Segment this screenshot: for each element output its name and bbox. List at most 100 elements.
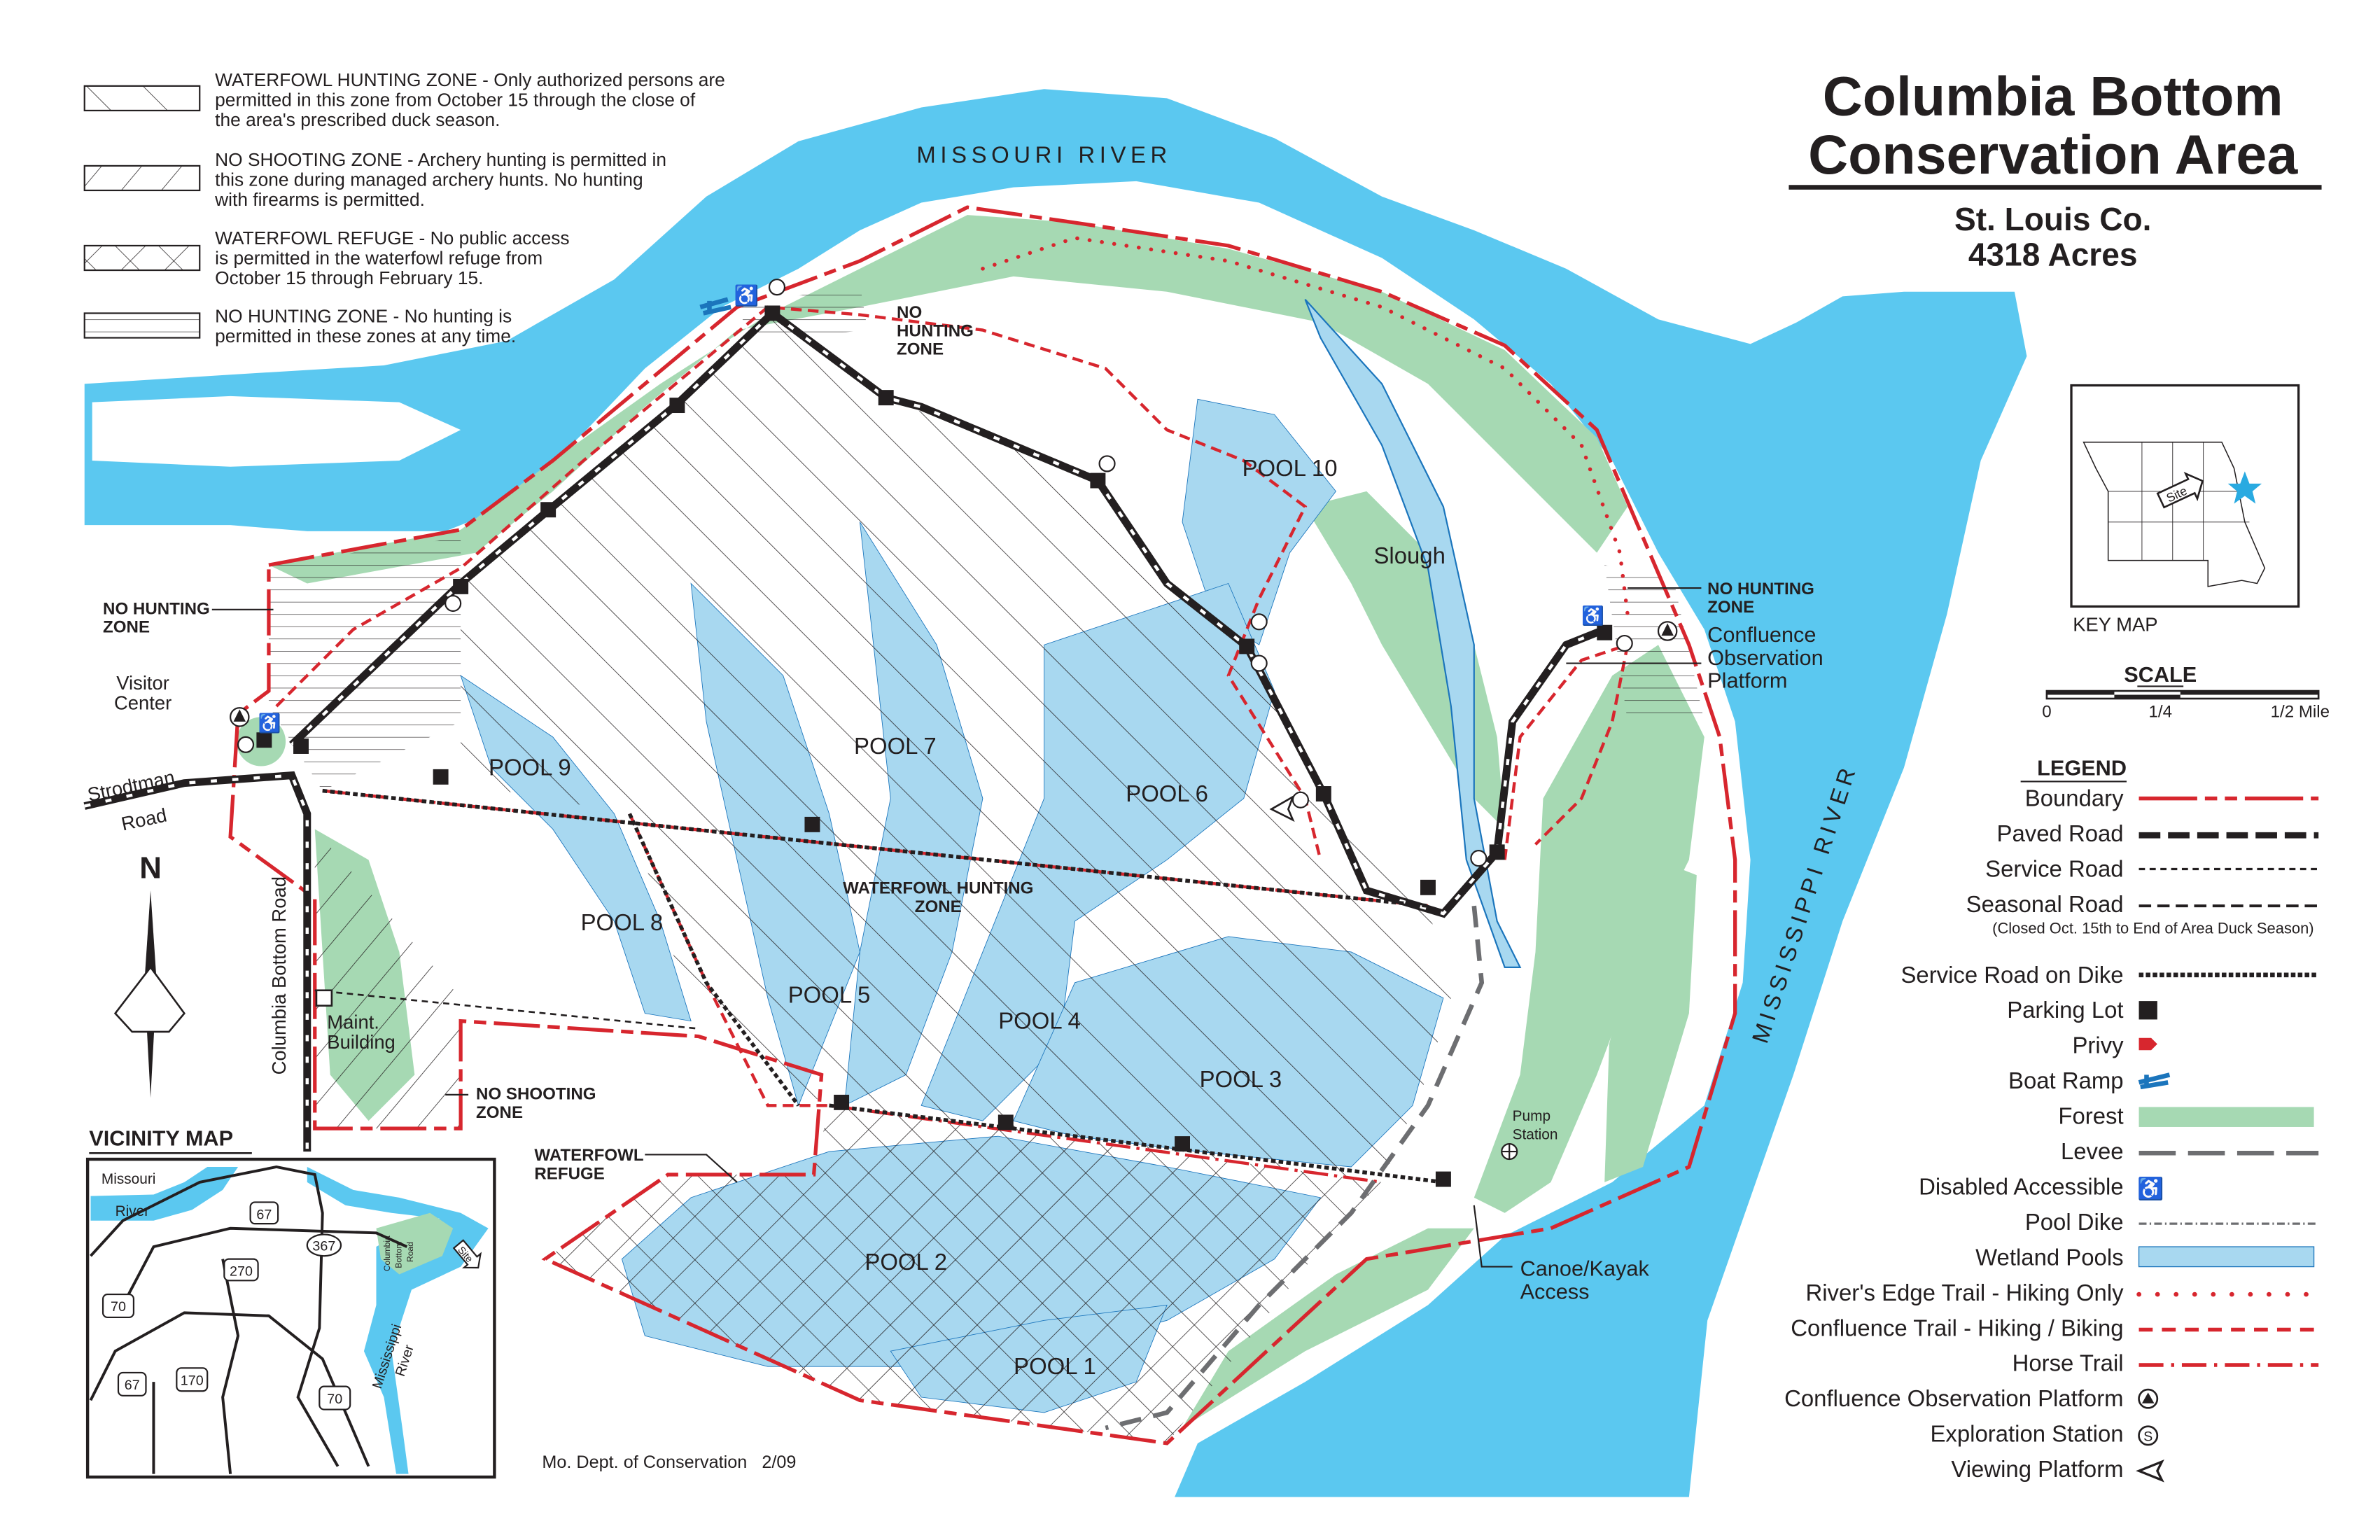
maint-building-label: Building <box>327 1031 396 1053</box>
waterfowl-hunting-zone-label: ZONE <box>915 897 962 916</box>
confluence-platform-label: Confluence <box>1707 622 1816 647</box>
vicinity-river-label: River <box>115 1203 150 1219</box>
levee <box>1105 905 1485 1431</box>
zone-legend-text: NO SHOOTING ZONE - Archery hunting is pe… <box>215 149 666 170</box>
acres-label: 4318 Acres <box>1968 236 2138 272</box>
columbia-bottom-road-label: Columbia Bottom Road <box>268 876 290 1074</box>
canoe-access-label: Access <box>1520 1280 1590 1304</box>
legend-viewing-platform: Viewing Platform <box>1951 1456 2123 1482</box>
credit-label: Mo. Dept. of Conservation 2/09 <box>542 1452 796 1472</box>
pool-4-label: POOL 4 <box>998 1008 1081 1034</box>
scale-tick: 1/2 Mile <box>2271 702 2330 721</box>
waterfowl-refuge-label: WATERFOWL <box>534 1146 643 1165</box>
zone-legend-text: the area's prescribed duck season. <box>215 109 500 130</box>
waterfowl-hunting-zone-area <box>461 313 1451 1182</box>
zone-legend-no-shooting: NO SHOOTING ZONE - Archery hunting is pe… <box>83 149 666 210</box>
parking-lots <box>256 305 1613 1187</box>
site-star-icon <box>2227 471 2262 504</box>
page-title: Columbia Bottom <box>1823 66 2283 127</box>
boat-ramp-icon <box>699 297 732 316</box>
zone-legend-refuge: WATERFOWL REFUGE - No public access is p… <box>83 227 570 288</box>
zone-legend-text: WATERFOWL REFUGE - No public access <box>215 227 569 248</box>
privy-icon <box>2138 1037 2157 1051</box>
observation-platforms <box>230 621 1678 727</box>
legend-wetland-pools: Wetland Pools <box>1975 1244 2123 1270</box>
north-arrow: N <box>113 851 186 1098</box>
pump-station-label: Pump <box>1513 1108 1550 1124</box>
slough-label: Slough <box>1373 542 1445 568</box>
vicinity-map: VICINITY MAP 67 367 270 70 67 170 70 Mis… <box>85 1126 496 1479</box>
no-hunting-zone-left-label: ZONE <box>103 618 150 637</box>
boat-ramp-icon <box>2138 1072 2171 1090</box>
waterfowl-refuge-label: REFUGE <box>534 1165 604 1184</box>
maint-building-label: Maint. <box>327 1011 379 1033</box>
key-map-label: KEY MAP <box>2073 613 2157 635</box>
exploration-station-glyph: S <box>2143 1429 2152 1445</box>
no-shooting-zone-label: ZONE <box>476 1103 523 1122</box>
pool-1-label: POOL 1 <box>1014 1353 1096 1379</box>
no-hunting-zone-left <box>268 537 461 791</box>
legend-service-road-dike: Service Road on Dike <box>1900 962 2123 988</box>
visitor-center-label: Center <box>114 692 172 713</box>
zone-legend-text: this zone during managed archery hunts. … <box>215 169 643 190</box>
legend-seasonal-note: (Closed Oct. 15th to End of Area Duck Se… <box>1992 920 2314 937</box>
zone-legend-text: permitted in these zones at any time. <box>215 326 516 346</box>
paved-road <box>83 308 1606 1152</box>
accessible-icon: ♿ <box>258 713 281 734</box>
scale-bar: SCALE 0 1/4 1/2 Mile <box>2042 662 2330 721</box>
forest-swatch <box>2138 1107 2314 1127</box>
zone-legend-text: NO HUNTING ZONE - No hunting is <box>215 306 512 327</box>
vicinity-road-label: Bottom <box>394 1242 404 1268</box>
no-hunting-zone-top-label: ZONE <box>897 340 944 359</box>
county-label: St. Louis Co. <box>1954 201 2151 237</box>
legend-heading: LEGEND <box>2037 756 2127 780</box>
confluence-platform-label: Platform <box>1707 668 1787 693</box>
legend: LEGEND Boundary Paved Road Service Road … <box>1784 756 2321 1483</box>
legend-parking-lot: Parking Lot <box>2007 997 2123 1023</box>
pump-station-label: Station <box>1513 1127 1558 1143</box>
no-hunting-zone-right <box>1604 565 1704 722</box>
vicinity-map-title: VICINITY MAP <box>89 1126 233 1150</box>
shield-70: 70 <box>327 1392 342 1407</box>
vicinity-roads <box>89 1165 408 1474</box>
vicinity-missouri-river <box>90 1166 239 1221</box>
shield-367: 367 <box>312 1239 335 1254</box>
maint-building-icon <box>315 989 333 1007</box>
area-boundary <box>228 205 1737 1446</box>
pool-10-label: POOL 10 <box>1242 455 1338 481</box>
wetland-pools-swatch <box>2138 1246 2315 1268</box>
vicinity-site-area <box>376 1212 454 1275</box>
zone-legend-text: WATERFOWL HUNTING ZONE - Only authorized… <box>215 69 725 90</box>
legend-horse-trail: Horse Trail <box>2012 1350 2124 1376</box>
title-block: Columbia Bottom Conservation Area St. Lo… <box>1788 66 2322 272</box>
canoe-access-label: Canoe/Kayak <box>1520 1256 1650 1281</box>
zone-legend-text: October 15 through February 15. <box>215 267 483 288</box>
viewing-platform-icon <box>2136 1460 2164 1483</box>
north-label: N <box>139 851 162 886</box>
visitor-center-label: Visitor <box>116 672 169 694</box>
shield-270: 270 <box>230 1264 253 1280</box>
parking-lot-icon <box>2138 1001 2157 1020</box>
strodtman-road-label: Road <box>119 804 169 835</box>
waterfowl-hunting-zone-label: WATERFOWL HUNTING <box>843 879 1033 898</box>
pool-labels: POOL 10 POOL 9 POOL 8 POOL 7 POOL 6 POOL… <box>489 455 1338 1379</box>
no-hunting-zone-right-label: NO HUNTING <box>1707 580 1814 598</box>
no-shooting-zone-label: NO SHOOTING <box>476 1084 596 1103</box>
legend-forest: Forest <box>2058 1103 2123 1129</box>
scale-tick: 1/4 <box>2148 702 2172 721</box>
pool-9-label: POOL 9 <box>489 755 571 780</box>
waterfowl-refuge-area <box>545 1105 1382 1443</box>
service-road-on-dike <box>322 788 1444 1184</box>
vicinity-road-label: Columbia <box>382 1236 392 1271</box>
accessible-icon: ♿ <box>1581 605 1604 626</box>
missouri-river-label: MISSOURI RIVER <box>916 142 1171 168</box>
legend-rivers-edge-trail: River's Edge Trail - Hiking Only <box>1806 1280 2124 1306</box>
no-shooting-zone-area <box>314 829 461 1129</box>
zone-legend-text: is permitted in the waterfowl refuge fro… <box>215 247 542 268</box>
missouri-mississippi-river <box>84 89 2027 1497</box>
pool-8-label: POOL 8 <box>581 909 664 935</box>
shield-67: 67 <box>125 1378 140 1393</box>
page-title: Conservation Area <box>1808 124 2298 186</box>
scale-heading: SCALE <box>2124 662 2197 687</box>
legend-pool-dike: Pool Dike <box>2025 1209 2124 1235</box>
